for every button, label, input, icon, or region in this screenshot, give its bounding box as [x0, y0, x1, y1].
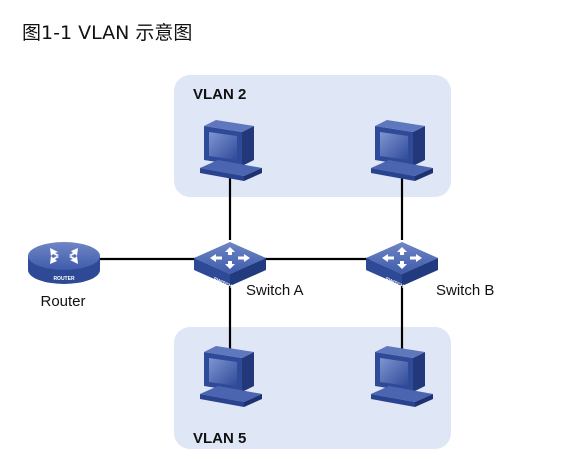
vlan-5-label: VLAN 5	[193, 430, 246, 447]
computer-icon	[200, 120, 262, 181]
router-badge: ROUTER	[53, 276, 75, 282]
switch-b-label: Switch B	[436, 282, 494, 299]
links	[97, 176, 404, 350]
computer-icon	[371, 120, 433, 181]
figure-caption: 图1-1 VLAN 示意图	[22, 22, 193, 44]
computer-icon	[371, 346, 433, 407]
switch-a-label: Switch A	[246, 282, 304, 299]
switch-b-device: SWITCH Switch B	[366, 242, 494, 299]
vlan-2-label: VLAN 2	[193, 86, 246, 103]
computer-icon	[200, 346, 262, 407]
router-device: ROUTER Router	[28, 242, 100, 310]
router-label: Router	[40, 293, 85, 310]
switch-a-device: SWITCH Switch A	[194, 242, 304, 299]
switch-icon	[194, 242, 266, 286]
switch-icon	[366, 242, 438, 286]
